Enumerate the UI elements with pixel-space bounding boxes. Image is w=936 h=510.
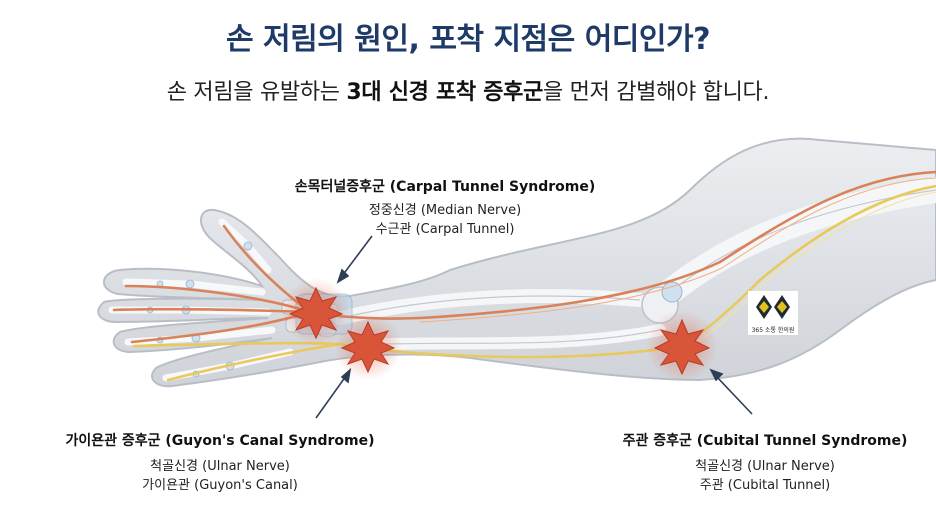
carpal-tunnel-callout: 손목터널증후군 (Carpal Tunnel Syndrome) 정중신경 (M… [250, 176, 640, 239]
page-subtitle: 손 저림을 유발하는 3대 신경 포착 증후군을 먼저 감별해야 합니다. [0, 74, 936, 106]
median-nerve-inner [419, 177, 936, 323]
cubital-tunnel-nerve: 척골신경 (Ulnar Nerve) [695, 459, 835, 474]
clinic-logo-text: 365 소통 한의원 [751, 327, 795, 334]
carpal-tunnel-site: 수근관 (Carpal Tunnel) [375, 222, 515, 237]
guyon-compression-burst [340, 320, 396, 374]
cubital-tunnel-site: 주관 (Cubital Tunnel) [699, 478, 831, 493]
subtitle-suffix: 을 먼저 감별해야 합니다. [543, 80, 770, 105]
page-title: 손 저림의 원인, 포착 지점은 어디인가? [225, 22, 711, 57]
guyon-canal-callout: 가이욘관 증후군 (Guyon's Canal Syndrome) 척골신경 (… [10, 430, 430, 495]
subtitle-prefix: 손 저림을 유발하는 [166, 80, 347, 105]
guyon-canal-site: 가이욘관 (Guyon's Canal) [142, 478, 298, 493]
guyon-canal-heading: 가이욘관 증후군 (Guyon's Canal Syndrome) [65, 433, 375, 449]
carpal-tunnel-nerve: 정중신경 (Median Nerve) [368, 203, 522, 218]
clinic-logo: 365 소통 한의원 [748, 291, 798, 335]
cubital-tunnel-heading: 주관 증후군 (Cubital Tunnel Syndrome) [622, 433, 908, 449]
clinic-logo-icon [756, 295, 790, 319]
carpal-compression-burst [288, 286, 344, 340]
cubital-compression-burst [653, 318, 711, 376]
cubital-tunnel-callout: 주관 증후군 (Cubital Tunnel Syndrome) 척골신경 (U… [600, 430, 930, 495]
subtitle-emphasis: 3대 신경 포착 증후군 [346, 80, 544, 105]
carpal-tunnel-heading: 손목터널증후군 (Carpal Tunnel Syndrome) [294, 179, 596, 195]
leader-arrows [315, 235, 753, 419]
guyon-canal-nerve: 척골신경 (Ulnar Nerve) [150, 459, 290, 474]
